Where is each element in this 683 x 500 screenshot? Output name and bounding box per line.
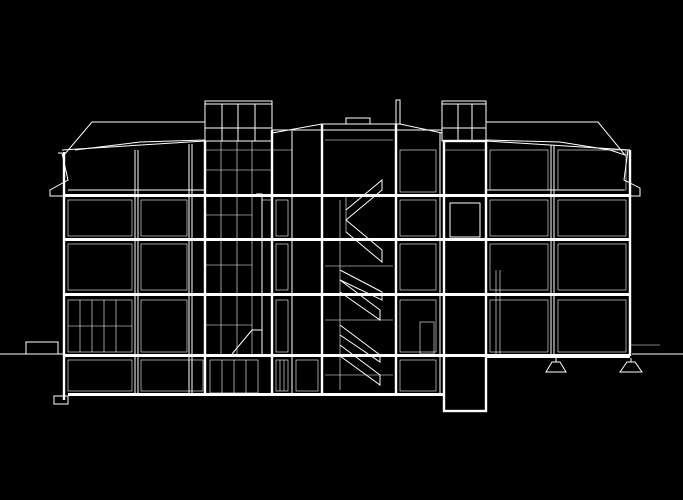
exterior-walls [25, 150, 632, 405]
central-staircase [325, 139, 393, 390]
elevator-shaft [442, 139, 488, 413]
left-cornice [49, 152, 205, 197]
windows-left-wing [67, 199, 204, 392]
column-band [272, 149, 319, 392]
right-core [399, 149, 437, 392]
rooftop-structure-left [204, 100, 273, 142]
roof [61, 99, 631, 157]
right-cornice [486, 149, 641, 197]
floor-slabs [64, 194, 630, 396]
interior-columns [134, 124, 555, 410]
footings [545, 358, 643, 373]
glazed-core-left [205, 141, 272, 394]
windows-right-wing [489, 149, 627, 354]
rooftop-structure-right [441, 100, 487, 142]
